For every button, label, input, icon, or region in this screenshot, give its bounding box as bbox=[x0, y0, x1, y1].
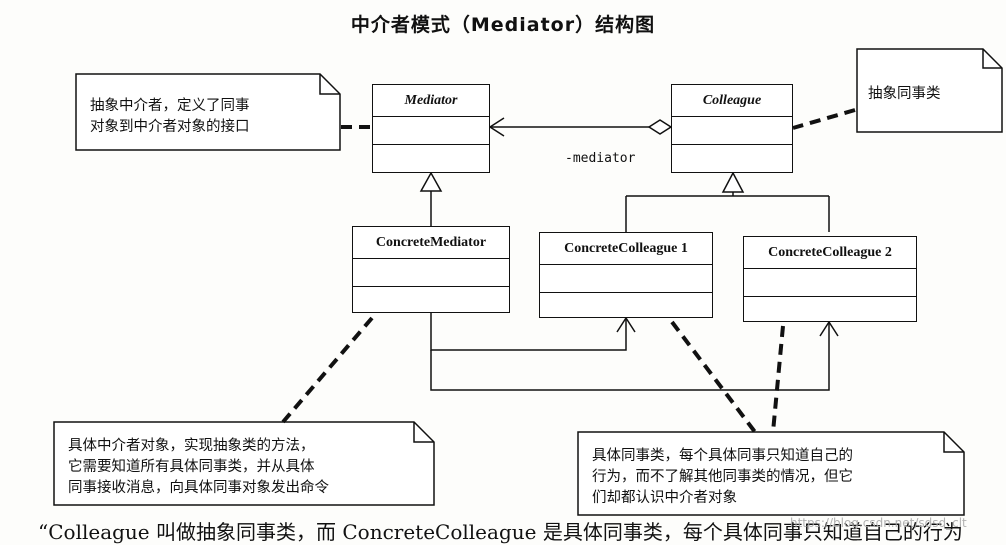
class-concrete-colleague-1: ConcreteColleague 1 bbox=[539, 232, 713, 318]
class-operations bbox=[540, 293, 712, 318]
class-name-mediator: Mediator bbox=[373, 85, 489, 117]
class-operations bbox=[672, 145, 792, 172]
class-attributes bbox=[744, 269, 916, 297]
class-operations bbox=[744, 297, 916, 322]
class-name-concrete-colleague-2: ConcreteColleague 2 bbox=[744, 237, 916, 269]
note-outline-abstract-mediator bbox=[75, 73, 341, 151]
association-role-label: -mediator bbox=[565, 151, 636, 166]
class-operations bbox=[353, 287, 509, 313]
class-concrete-mediator: ConcreteMediator bbox=[352, 226, 510, 313]
class-name-concrete-mediator: ConcreteMediator bbox=[353, 227, 509, 259]
class-operations bbox=[373, 145, 489, 172]
class-colleague: Colleague bbox=[671, 84, 793, 173]
note-abstract-colleague: 抽象同事类 bbox=[868, 86, 941, 102]
note-concrete-mediator: 具体中介者对象，实现抽象类的方法， 它需要知道所有具体同事类，并从具体 同事接收… bbox=[68, 438, 329, 496]
class-mediator: Mediator bbox=[372, 84, 490, 173]
class-attributes bbox=[373, 117, 489, 145]
class-concrete-colleague-2: ConcreteColleague 2 bbox=[743, 236, 917, 322]
diagram-title: 中介者模式（Mediator）结构图 bbox=[350, 14, 656, 36]
class-attributes bbox=[672, 117, 792, 145]
watermark: https://blog.csdn.net/sdsd_clt bbox=[790, 516, 967, 530]
note-concrete-colleague: 具体同事类，每个具体同事只知道自己的 行为，而不了解其他同事类的情况，但它 们却… bbox=[592, 448, 853, 506]
note-outline-abstract-colleague bbox=[856, 48, 1003, 133]
class-attributes bbox=[540, 265, 712, 293]
note-outline-concrete-colleague bbox=[577, 431, 965, 516]
note-outline-concrete-mediator bbox=[53, 421, 435, 506]
class-name-colleague: Colleague bbox=[672, 85, 792, 117]
note-abstract-mediator: 抽象中介者，定义了同事 对象到中介者对象的接口 bbox=[90, 98, 250, 135]
class-attributes bbox=[353, 259, 509, 287]
class-name-concrete-colleague-1: ConcreteColleague 1 bbox=[540, 233, 712, 265]
